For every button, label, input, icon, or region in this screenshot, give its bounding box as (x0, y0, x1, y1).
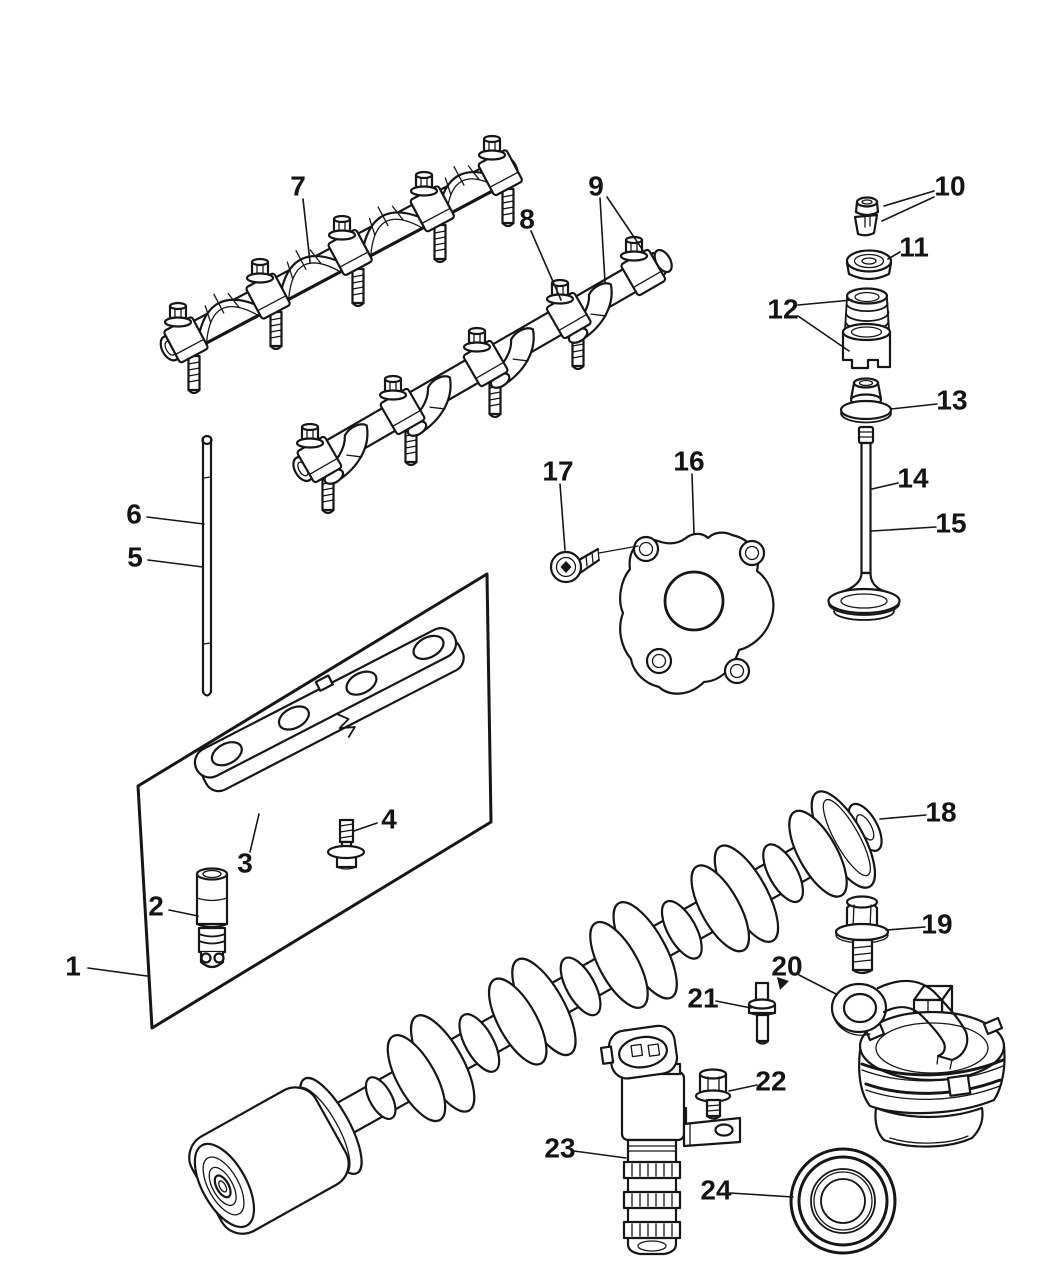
callout-12: 12 (767, 294, 853, 352)
callout-label: 2 (148, 891, 164, 922)
valve-locks (853, 196, 880, 237)
cover-plate (619, 531, 775, 695)
callout-8: 8 (519, 204, 562, 301)
pushrod (201, 434, 213, 697)
camshaft-bolt (834, 895, 890, 975)
lifter-tray-panel (136, 572, 493, 1030)
valve-stem-seal (839, 377, 893, 424)
vvt-solenoid (599, 1024, 742, 1256)
valve-spring-retainer (845, 249, 893, 281)
callout-label: 20 (771, 951, 802, 982)
callout-6: 6 (126, 499, 205, 530)
camshaft-phaser-plug (858, 984, 1006, 1148)
callout-label: 5 (127, 542, 143, 573)
callout-label: 19 (921, 909, 952, 940)
rocker-shaft-assembly-exhaust (159, 141, 524, 365)
camshaft (188, 790, 883, 1235)
lifter-guide-retainer (193, 627, 465, 793)
callout-23: 23 (544, 1133, 627, 1164)
callout-label: 11 (899, 232, 929, 263)
callout-3: 3 (237, 813, 260, 879)
callout-label: 22 (755, 1066, 786, 1097)
solenoid-bolt (694, 1068, 732, 1120)
callout-label: 7 (290, 171, 306, 202)
callout-24: 24 (700, 1175, 794, 1206)
callout-19: 19 (885, 909, 953, 940)
retainer-bolt (326, 818, 366, 870)
seal-ring (789, 1147, 897, 1255)
callout-label: 8 (519, 204, 535, 235)
callouts: 1 2 3 4 5 6 7 8 9 10 11 12 13 14 15 (65, 171, 967, 1206)
callout-17: 17 (542, 456, 574, 551)
callout-14: 14 (871, 463, 929, 494)
callout-7: 7 (290, 171, 311, 263)
callout-1: 1 (65, 951, 148, 982)
callout-label: 21 (687, 983, 718, 1014)
callout-21: 21 (687, 983, 752, 1014)
callout-10: 10 (881, 171, 966, 222)
callout-label: 9 (588, 171, 604, 202)
callout-label: 3 (237, 848, 253, 879)
callout-16: 16 (673, 446, 705, 534)
callout-label: 23 (544, 1133, 575, 1164)
callout-label: 18 (925, 797, 956, 828)
callout-label: 15 (935, 508, 966, 539)
callout-11: 11 (887, 232, 929, 263)
callout-label: 1 (65, 951, 81, 982)
callout-22: 22 (728, 1066, 787, 1097)
callout-label: 14 (897, 463, 929, 494)
callout-5: 5 (127, 542, 204, 573)
callout-label: 17 (542, 456, 573, 487)
callout-label: 13 (936, 385, 967, 416)
callout-label: 16 (673, 446, 704, 477)
callout-15: 15 (871, 508, 967, 539)
callout-4: 4 (353, 804, 397, 835)
callout-label: 24 (700, 1175, 732, 1206)
hydraulic-lifter (195, 867, 229, 969)
engine-valve (827, 425, 901, 621)
callout-18: 18 (879, 797, 957, 828)
camshaft-thrust-plate (830, 980, 969, 1070)
callout-13: 13 (890, 385, 968, 416)
rocker-shaft-assembly-intake (292, 247, 673, 488)
callout-label: 10 (934, 171, 965, 202)
direction-arrow-icon (777, 977, 789, 990)
callout-label: 6 (126, 499, 142, 530)
callout-2: 2 (148, 891, 199, 922)
callout-20: 20 (771, 951, 837, 995)
callout-label: 12 (767, 294, 798, 325)
callout-9: 9 (588, 171, 645, 283)
countersunk-screw (549, 545, 639, 584)
valve-spring (841, 287, 892, 370)
callout-label: 4 (381, 804, 397, 835)
dowel-pin (747, 981, 777, 1045)
